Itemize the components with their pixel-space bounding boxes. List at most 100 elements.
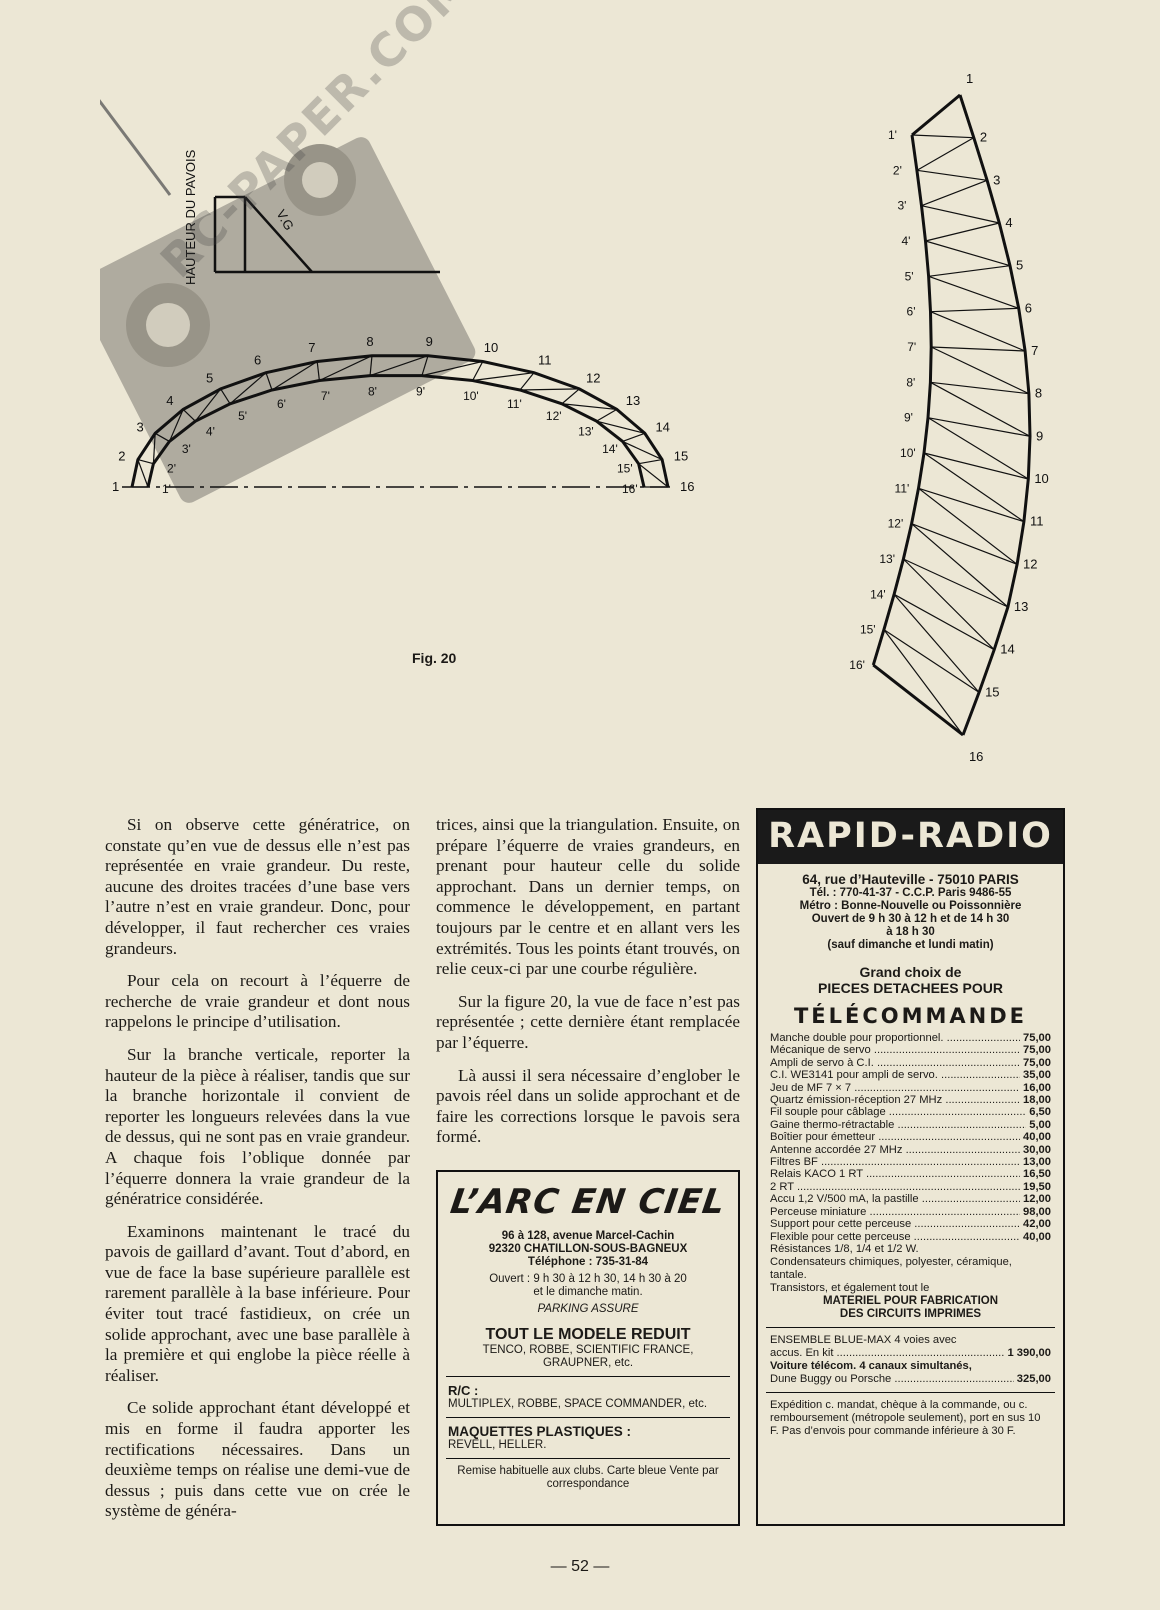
generatrice-line [931, 346, 1026, 352]
inner-point-label: 5' [238, 409, 247, 423]
generatrice-line [872, 664, 964, 736]
triangulation-line [194, 388, 222, 422]
equerre [213, 195, 440, 274]
outer-point-label: 8 [366, 334, 373, 349]
triangulation-line [883, 629, 964, 736]
rapid-dune-price: 325,00 [1016, 1372, 1051, 1385]
paragraph: Sur la figure 20, la vue de face n’est p… [436, 991, 740, 1052]
triangulation-line [911, 134, 974, 139]
rapid-voiture: Voiture télécom. 4 canaux simultanés, [770, 1359, 972, 1372]
generatrice-line [596, 408, 618, 422]
paragraph: Ce solide approchant étant développé et … [105, 1398, 410, 1521]
outer-point-label: 12 [1023, 556, 1037, 571]
triangulation-line [622, 440, 663, 461]
inner-point-label: 12' [888, 517, 904, 531]
arc-address1: 96 à 128, avenue Marcel-Cachin [501, 1230, 675, 1242]
price-row: Jeu de MF 7 × 716,00 [770, 1082, 1051, 1094]
price-row: Boîtier pour émetteur40,00 [770, 1131, 1051, 1143]
rapid-hours3: (sauf dimanche et lundi matin) [827, 939, 994, 951]
rapid-blue-max2: accus. En kit [770, 1347, 1004, 1360]
price-row: Antenne accordée 27 MHz30,00 [770, 1144, 1051, 1156]
price-value: 75,00 [1023, 1056, 1051, 1069]
divider [446, 1376, 730, 1377]
text-column-1: Si on observe cette génératrice, on cons… [105, 815, 410, 1534]
arc-rc-brands: MULTIPLEX, ROBBE, SPACE COMMANDER, etc. [448, 1398, 708, 1410]
triangulation-line [421, 360, 483, 377]
development-figure: 11'22'33'44'55'66'77'88'99'1010'1111'121… [850, 71, 1049, 764]
generatrice-line [622, 432, 646, 443]
price-row: Relais KACO 1 RT16,50 [770, 1168, 1051, 1180]
generatrice-line [154, 432, 170, 442]
outer-point-label: 5 [206, 371, 213, 386]
triangulation-line [472, 372, 535, 382]
inner-point-label: 15' [617, 462, 633, 476]
generatrice-line [903, 558, 1009, 608]
inner-point-label: 8' [368, 385, 377, 399]
inner-point-label: 14' [870, 587, 886, 601]
generatrice-line [925, 222, 1000, 242]
price-value: 16,00 [1023, 1081, 1051, 1094]
price-label: Gaine thermo-rétractable [770, 1119, 1026, 1131]
price-value: 5,00 [1029, 1118, 1051, 1131]
generatrice-line [883, 629, 980, 693]
price-value: 35,00 [1023, 1069, 1051, 1082]
rapid-hours1: Ouvert de 9 h 30 à 12 h et de 14 h 30 [811, 913, 1010, 925]
inner-point-label: 12' [546, 409, 562, 423]
price-list: Manche double pour proportionnel.75,00Mé… [758, 1032, 1063, 1243]
arc-footer: Remise habituelle aux clubs. Carte bleue… [457, 1465, 719, 1490]
generatrice-line [638, 458, 663, 465]
outer-point-label: 10 [484, 340, 498, 355]
inner-point-label: 4' [206, 424, 215, 438]
generatrice-line [928, 265, 1011, 277]
inner-point-label: 2' [893, 163, 902, 177]
triangulation-line [369, 355, 429, 377]
price-label: Accu 1,2 V/500 mA, la pastille [770, 1193, 1020, 1205]
triangulation-line [930, 381, 1031, 437]
rapid-materiel2: DES CIRCUITS IMPRIMES [839, 1307, 982, 1320]
rapid-telecommande: TÉLÉCOMMANDE [793, 1004, 1028, 1028]
outer-edge [958, 94, 1032, 736]
divider [446, 1417, 730, 1418]
triangulation-line [596, 420, 645, 434]
inner-point-label: 11' [507, 397, 522, 411]
generatrice-line [918, 487, 1025, 523]
outer-point-label: 15 [985, 684, 999, 699]
price-label: Support pour cette perceuse [770, 1218, 1020, 1230]
price-value: 19,50 [1023, 1180, 1051, 1193]
inner-point-label: 3' [182, 442, 191, 456]
price-row: Fil souple pour câblage6,50 [770, 1106, 1051, 1118]
rapid-materiel1: MATERIEL POUR FABRICATION [822, 1294, 999, 1307]
price-value: 30,00 [1023, 1143, 1051, 1156]
outer-point-label: 15 [674, 449, 688, 464]
price-value: 42,00 [1023, 1218, 1051, 1231]
triangulation-line [928, 275, 1019, 309]
outer-point-label: 4 [1005, 215, 1012, 230]
price-label: Antenne accordée 27 MHz [770, 1144, 1020, 1156]
price-value: 6,50 [1029, 1106, 1051, 1119]
outer-point-label: 14 [655, 420, 669, 435]
generatrice-line [923, 452, 1029, 480]
price-label: C.I. WE3141 pour ampli de servo. [770, 1069, 1020, 1081]
development-shape: 11'22'33'44'55'66'77'88'99'1010'1111'121… [850, 71, 1049, 764]
paragraph: Là aussi il sera nécessaire d’englober l… [436, 1065, 740, 1147]
rapid-hours2: à 18 h 30 [886, 926, 935, 938]
generatrice-line [911, 523, 1018, 565]
outer-point-label: 3 [993, 172, 1000, 187]
inner-point-label: 14' [602, 442, 618, 456]
arc-kits-title: MAQUETTES PLASTIQUES : [448, 1424, 632, 1439]
rapid-blue-max-price: 1 390,00 [1007, 1346, 1051, 1359]
ad-rapid-radio: RAPID-RADIO 64, rue d’Hauteville - 75010… [756, 808, 1065, 1526]
triangulation-line [902, 558, 995, 651]
divider [446, 1458, 730, 1459]
inner-point-label: 2' [167, 462, 176, 476]
outer-arc [130, 354, 670, 488]
outer-point-label: 11 [1030, 514, 1044, 529]
price-row: Accu 1,2 V/500 mA, la pastille12,00 [770, 1193, 1051, 1205]
generatrice-line [137, 458, 154, 465]
inner-point-label: 6' [907, 305, 916, 319]
outer-point-label: 1 [966, 71, 973, 86]
rapid-grand-choix: Grand choix de [859, 964, 962, 980]
figure-caption: Fig. 20 [412, 650, 457, 666]
triangulation-line [168, 409, 184, 442]
